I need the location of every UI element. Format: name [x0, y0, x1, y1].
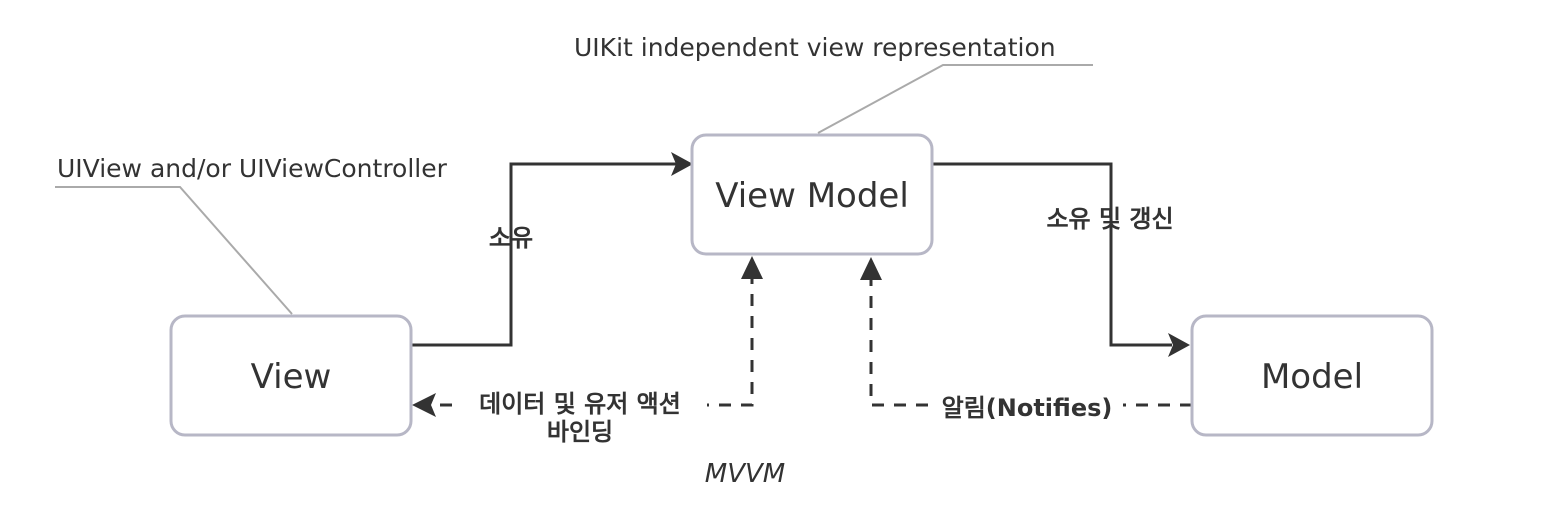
notifies-edge-left-segment — [869, 273, 928, 407]
view-model-node-box — [690, 133, 934, 256]
binding-label-line-2: 바인딩 — [547, 418, 613, 446]
view-annotation: UIView and/or UIViewController — [57, 154, 448, 183]
binding-edge-up-arrowhead — [741, 256, 763, 279]
binding-label-line-1: 데이터 및 유저 액션 — [479, 390, 681, 418]
view-to-view-model-edge — [412, 162, 676, 347]
notifies-label: 알림(Notifies) — [942, 394, 1113, 422]
view-node-box — [169, 314, 413, 437]
diagram-caption: MVVM — [705, 459, 785, 489]
view-model-node: View Model — [690, 133, 934, 256]
model-node: Model — [1190, 314, 1434, 437]
view-to-view-model-label: 소유 — [489, 224, 533, 252]
binding-edge-left-arrowhead — [412, 393, 436, 417]
view-model-node-label: View Model — [715, 176, 909, 216]
view-model-to-model-edge — [933, 162, 1172, 347]
view-node-label: View — [251, 357, 332, 397]
view-model-annotation: UIKit independent view representation — [574, 33, 1056, 62]
view-model-annotation-leader-line — [817, 64, 1093, 134]
view-model-to-model-arrowhead — [1168, 333, 1190, 357]
binding-edge — [707, 272, 754, 407]
view-model-to-model-label: 소유 및 갱신 — [1046, 205, 1173, 233]
model-node-label: Model — [1261, 357, 1363, 397]
view-to-view-model-arrowhead — [671, 152, 693, 176]
view-annotation-leader-line — [55, 186, 293, 315]
view-node: View — [169, 314, 413, 437]
notifies-edge-arrowhead — [860, 257, 882, 280]
model-node-box — [1190, 314, 1434, 437]
